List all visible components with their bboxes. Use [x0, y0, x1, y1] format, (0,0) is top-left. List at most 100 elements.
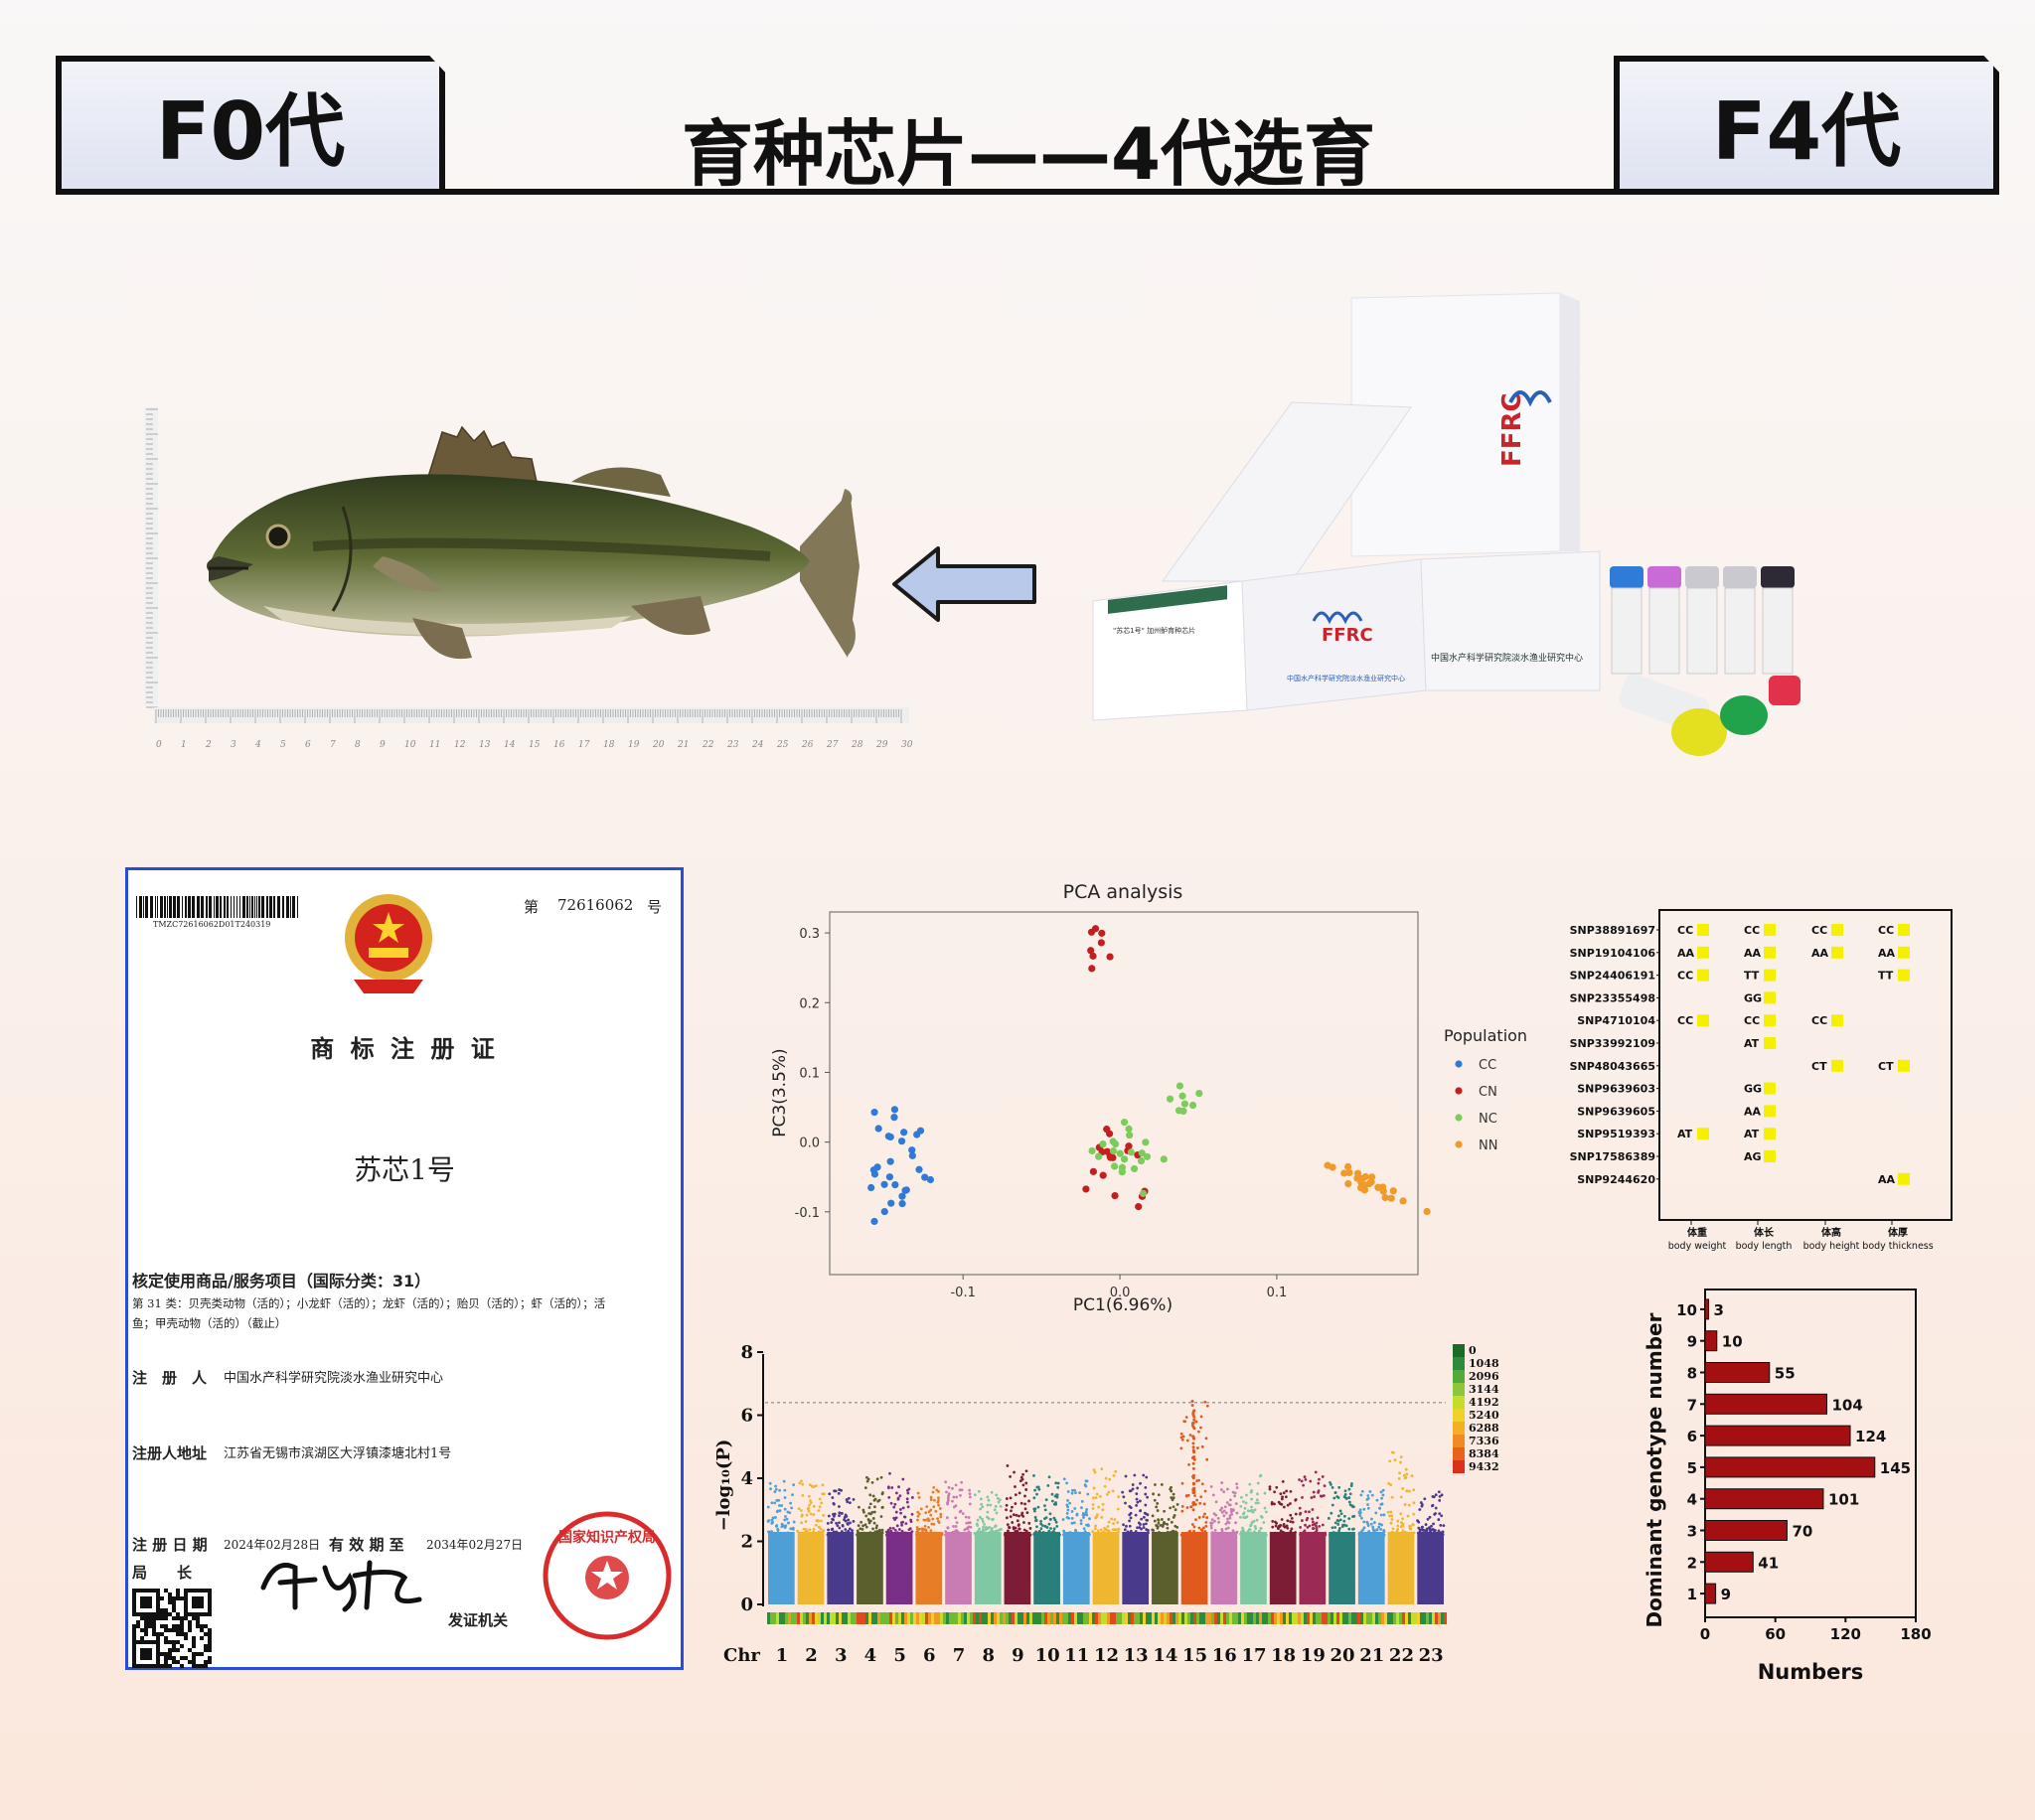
density-legend-label: 8384 — [1469, 1447, 1499, 1460]
manhattan-point — [1125, 1524, 1128, 1528]
manhattan-point — [858, 1505, 861, 1509]
snp-col-en: body thickness — [1862, 1241, 1933, 1252]
manhattan-point — [1229, 1510, 1233, 1514]
manhattan-peak-point — [1192, 1437, 1196, 1441]
manhattan-point — [1095, 1492, 1099, 1496]
tall-box-logo: FFRC — [1497, 392, 1527, 467]
manhattan-point — [1235, 1482, 1239, 1486]
manhattan-point — [922, 1518, 926, 1522]
pca-point-nc — [1195, 1090, 1203, 1098]
pca-point-cc — [867, 1183, 875, 1192]
manhattan-point — [899, 1511, 903, 1515]
manhattan-point — [1302, 1483, 1306, 1487]
pca-point-cn — [1091, 925, 1100, 933]
qr-cell — [172, 1624, 176, 1628]
snp-density-cell — [1116, 1612, 1119, 1624]
snp-density-cell — [1259, 1612, 1262, 1624]
manhattan-point — [1100, 1467, 1104, 1470]
snp-density-cell — [1402, 1612, 1405, 1624]
manhattan-point — [844, 1528, 848, 1531]
barcode-bar — [273, 896, 275, 918]
snp-density-cell — [1104, 1612, 1107, 1624]
snp-density-cell — [785, 1612, 788, 1624]
manhattan-point — [1398, 1471, 1401, 1475]
manhattan-point — [1280, 1518, 1284, 1521]
manhattan-point — [1308, 1524, 1312, 1528]
manhattan-point — [1329, 1480, 1331, 1484]
qr-cell — [164, 1660, 168, 1664]
manhattan-point — [809, 1499, 812, 1502]
snp-density-cell — [1018, 1612, 1020, 1624]
manhattan-point — [1424, 1531, 1428, 1535]
manhattan-point — [1114, 1528, 1118, 1532]
manhattan-point — [976, 1524, 980, 1528]
manhattan-point — [873, 1533, 877, 1537]
manhattan-point — [1228, 1516, 1232, 1520]
manhattan-point — [1231, 1508, 1235, 1512]
manhattan-point — [1082, 1516, 1085, 1519]
manhattan-point — [1252, 1533, 1256, 1536]
header-divider — [437, 189, 1620, 195]
snp-density-cell — [913, 1612, 916, 1624]
manhattan-point — [1241, 1531, 1245, 1534]
qr-cell — [164, 1612, 168, 1616]
manhattan-point — [1430, 1524, 1433, 1528]
manhattan-point — [820, 1501, 824, 1505]
manhattan-point — [778, 1488, 782, 1492]
manhattan-point — [1023, 1507, 1027, 1511]
snp-density-cell — [1155, 1612, 1158, 1624]
manhattan-point — [1382, 1529, 1386, 1532]
manhattan-point — [1298, 1512, 1302, 1516]
qr-cell — [192, 1600, 196, 1604]
qr-cell — [200, 1604, 204, 1608]
manhattan-point — [1388, 1459, 1392, 1463]
manhattan-point — [1227, 1503, 1231, 1507]
ruler-label: 17 — [578, 740, 590, 750]
bar-value-label: 145 — [1880, 1459, 1911, 1477]
manhattan-point — [1156, 1526, 1160, 1530]
manhattan-point — [822, 1529, 825, 1533]
snp-density-cell — [1277, 1612, 1280, 1624]
manhattan-point — [1437, 1518, 1441, 1521]
qr-cell — [164, 1608, 168, 1612]
snp-density-cell — [1369, 1612, 1372, 1624]
pca-point-nc — [1120, 1155, 1129, 1163]
manhattan-point — [900, 1529, 904, 1533]
ruler-label: 28 — [851, 740, 863, 750]
snp-density-cell — [1217, 1612, 1220, 1624]
barcode-bar — [246, 896, 248, 918]
snp-density-cell — [973, 1612, 976, 1624]
manhattan-point — [1209, 1521, 1213, 1525]
ruler-label: 29 — [875, 740, 888, 750]
manhattan-point — [1249, 1509, 1252, 1513]
qr-cell — [140, 1664, 144, 1668]
manhattan-point — [929, 1508, 933, 1512]
pca-point-cc — [900, 1129, 908, 1137]
manhattan-point — [973, 1532, 977, 1535]
manhattan-point — [897, 1485, 900, 1489]
manhattan-point — [1289, 1502, 1292, 1505]
largemouth-bass — [206, 425, 860, 660]
qr-cell — [140, 1656, 144, 1660]
qr-cell — [184, 1592, 188, 1596]
snp-row-label: SNP23355498 — [1570, 991, 1655, 1004]
ruler-label: 25 — [776, 740, 789, 750]
snp-density-cell — [791, 1612, 794, 1624]
manhattan-point — [981, 1505, 985, 1509]
snp-density-cell — [1393, 1612, 1396, 1624]
snp-genotype: CC — [1878, 924, 1894, 937]
manhattan-point — [1365, 1520, 1369, 1524]
ruler-label: 2 — [205, 740, 212, 750]
manhattan-point — [791, 1493, 794, 1497]
ruler-label: 0 — [156, 740, 162, 750]
snp-density-cell — [1187, 1612, 1190, 1624]
manhattan-point — [1357, 1510, 1361, 1514]
pca-ytick-label: 0.2 — [799, 996, 820, 1011]
manhattan-point — [830, 1521, 834, 1524]
manhattan-point — [780, 1525, 784, 1529]
manhattan-point — [1133, 1473, 1137, 1477]
serial-number: 72616062 — [557, 896, 634, 914]
manhattan-point — [837, 1491, 841, 1495]
qr-cell — [156, 1592, 160, 1596]
manhattan-point — [1234, 1521, 1237, 1525]
